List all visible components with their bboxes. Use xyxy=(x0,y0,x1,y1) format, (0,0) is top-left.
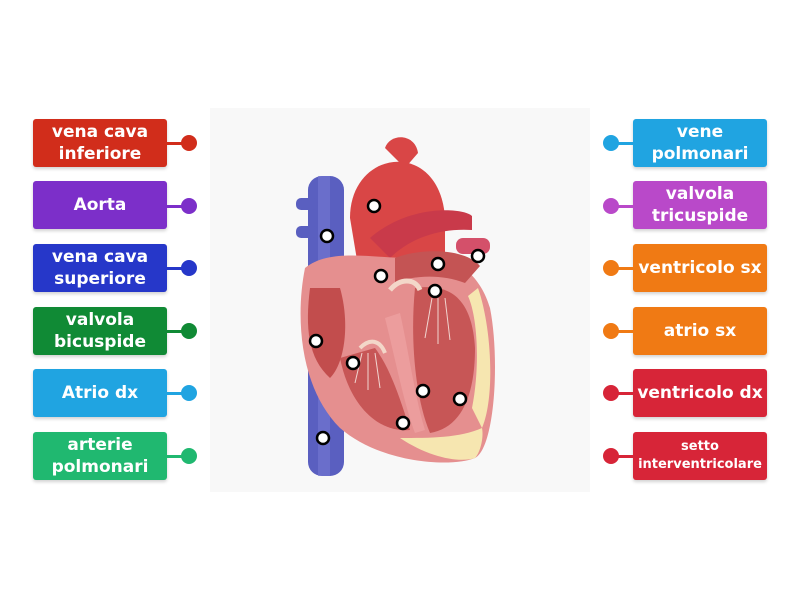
drag-dot-right-2[interactable] xyxy=(603,260,619,276)
label-arterie-polmonari[interactable]: arterie polmonari xyxy=(33,432,167,480)
label-aorta[interactable]: Aorta xyxy=(33,181,167,229)
drag-dot-left-3[interactable] xyxy=(181,323,197,339)
drag-dot-left-5[interactable] xyxy=(181,448,197,464)
connector-right-4 xyxy=(615,392,633,395)
drag-dot-left-0[interactable] xyxy=(181,135,197,151)
connector-left-2 xyxy=(167,267,185,270)
connector-right-5 xyxy=(615,455,633,458)
hotspot-10[interactable] xyxy=(452,391,468,407)
drag-dot-right-0[interactable] xyxy=(603,135,619,151)
hotspot-1[interactable] xyxy=(366,198,382,214)
hotspot-2[interactable] xyxy=(319,228,335,244)
connector-left-3 xyxy=(167,330,185,333)
drag-dot-right-3[interactable] xyxy=(603,323,619,339)
label-valvola-bicuspide[interactable]: valvola bicuspide xyxy=(33,307,167,355)
label-vene-polmonari[interactable]: vene polmonari xyxy=(633,119,767,167)
connector-left-0 xyxy=(167,142,185,145)
connector-right-1 xyxy=(615,205,633,208)
label-valvola-tricuspide[interactable]: valvola tricuspide xyxy=(633,181,767,229)
label-vena-cava-superiore[interactable]: vena cava superiore xyxy=(33,244,167,292)
heart-diagram xyxy=(296,137,495,476)
hotspot-8[interactable] xyxy=(345,355,361,371)
hotspot-11[interactable] xyxy=(395,415,411,431)
drag-dot-right-4[interactable] xyxy=(603,385,619,401)
connector-left-5 xyxy=(167,455,185,458)
label-atrio-sx[interactable]: atrio sx xyxy=(633,307,767,355)
hotspot-6[interactable] xyxy=(427,283,443,299)
label-ventricolo-sx[interactable]: ventricolo sx xyxy=(633,244,767,292)
hotspot-9[interactable] xyxy=(415,383,431,399)
connector-right-3 xyxy=(615,330,633,333)
hotspot-3[interactable] xyxy=(373,268,389,284)
hotspot-7[interactable] xyxy=(308,333,324,349)
hotspot-4[interactable] xyxy=(430,256,446,272)
label-setto-interventricolare[interactable]: setto interventricolare xyxy=(633,432,767,480)
connector-right-2 xyxy=(615,267,633,270)
label-ventricolo-dx[interactable]: ventricolo dx xyxy=(633,369,767,417)
drag-dot-left-1[interactable] xyxy=(181,198,197,214)
hotspot-12[interactable] xyxy=(315,430,331,446)
drag-dot-right-5[interactable] xyxy=(603,448,619,464)
label-vena-cava-inferiore[interactable]: vena cava inferiore xyxy=(33,119,167,167)
drag-dot-right-1[interactable] xyxy=(603,198,619,214)
label-atrio-dx[interactable]: Atrio dx xyxy=(33,369,167,417)
connector-left-1 xyxy=(167,205,185,208)
connector-left-4 xyxy=(167,392,185,395)
drag-dot-left-4[interactable] xyxy=(181,385,197,401)
septum xyxy=(385,313,425,433)
connector-right-0 xyxy=(615,142,633,145)
hotspot-5[interactable] xyxy=(470,248,486,264)
drag-dot-left-2[interactable] xyxy=(181,260,197,276)
